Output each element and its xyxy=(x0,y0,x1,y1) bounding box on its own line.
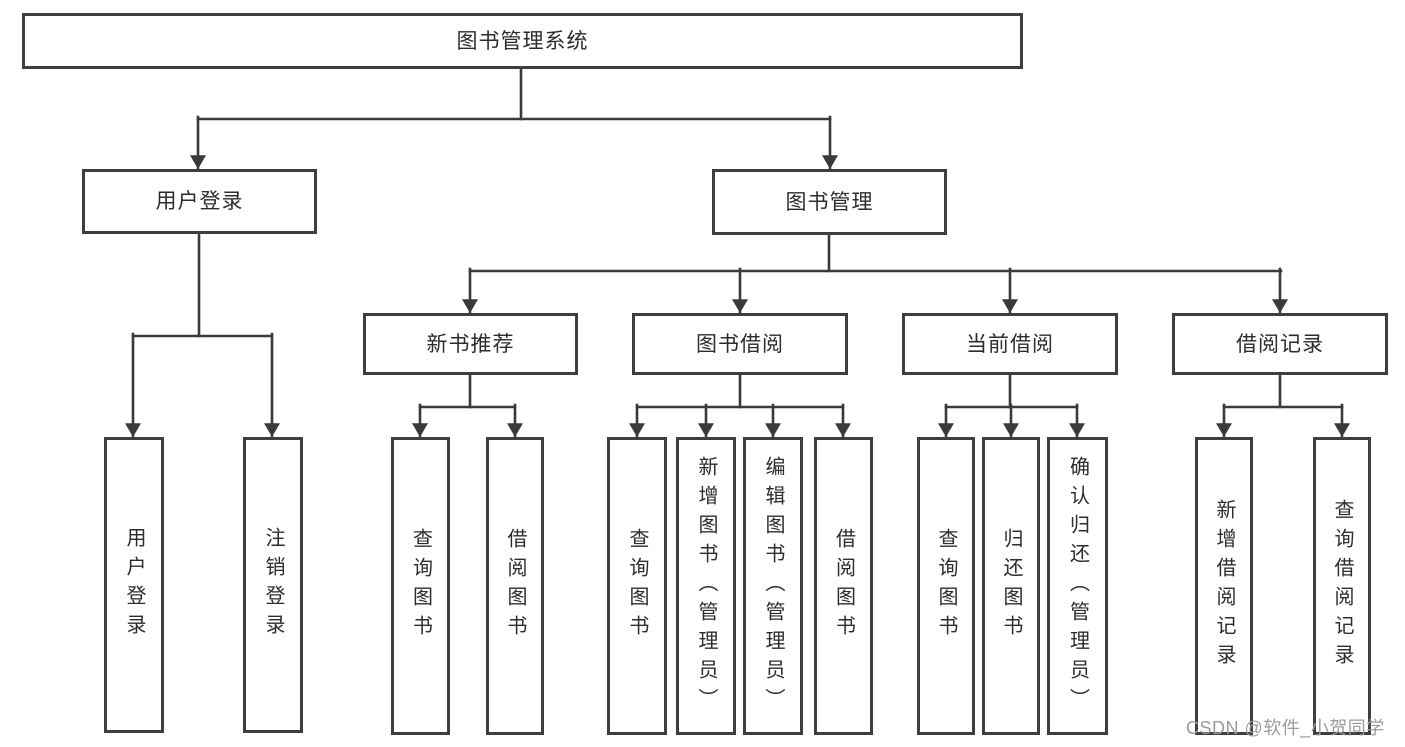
node-new-book-recommend: 新书推荐 xyxy=(363,313,578,375)
node-label: 新增借阅记录 xyxy=(1213,499,1235,673)
node-current-borrowing: 当前借阅 xyxy=(902,313,1118,375)
node-label: 注销登录 xyxy=(262,527,284,643)
node-label: 编辑图书（管理员） xyxy=(762,455,784,717)
node-book-borrowing: 图书借阅 xyxy=(632,313,848,375)
node-label: 查询图书 xyxy=(409,528,432,644)
leaf-br-add-record: 新增借阅记录 xyxy=(1195,437,1253,735)
leaf-cb-return-books: 归还图书 xyxy=(982,437,1040,735)
csdn-watermark: CSDN @软件_小贺同学 xyxy=(1186,718,1385,738)
node-label: 查询借阅记录 xyxy=(1331,499,1353,673)
node-label: 归还图书 xyxy=(1000,528,1022,644)
node-label: 查询图书 xyxy=(935,528,957,644)
node-label: 借阅记录 xyxy=(1236,332,1324,356)
leaf-bb-borrow-books: 借阅图书 xyxy=(814,437,873,735)
node-label: 图书管理 xyxy=(785,190,874,214)
node-root-library-system: 图书管理系统 xyxy=(22,13,1023,69)
node-label: 新增图书（管理员） xyxy=(695,455,717,717)
node-label: 用户登录 xyxy=(155,190,244,213)
node-label: 图书管理系统 xyxy=(456,29,589,53)
node-label: 借阅图书 xyxy=(504,528,526,644)
node-label: 借阅图书 xyxy=(832,528,855,644)
leaf-bb-add-books-admin: 新增图书（管理员） xyxy=(676,437,736,735)
leaf-user-login: 用户登录 xyxy=(104,437,164,733)
leaf-bb-edit-books-admin: 编辑图书（管理员） xyxy=(743,437,803,735)
node-book-management: 图书管理 xyxy=(712,169,947,235)
leaf-br-query-record: 查询借阅记录 xyxy=(1313,437,1371,735)
leaf-logout-login: 注销登录 xyxy=(243,437,303,733)
node-label: 用户登录 xyxy=(123,527,145,643)
leaf-cb-query-books: 查询图书 xyxy=(917,437,975,735)
leaf-nbr-query-books: 查询图书 xyxy=(391,437,450,735)
leaf-nbr-borrow-books: 借阅图书 xyxy=(486,437,544,735)
node-label: 新书推荐 xyxy=(426,332,515,356)
node-label: 确认归还（管理员） xyxy=(1066,455,1089,717)
node-label: 查询图书 xyxy=(626,528,648,644)
node-borrowing-records: 借阅记录 xyxy=(1172,313,1388,375)
node-label: 当前借阅 xyxy=(966,332,1054,356)
node-label: 图书借阅 xyxy=(696,332,784,356)
leaf-bb-query-books: 查询图书 xyxy=(607,437,667,735)
node-user-login: 用户登录 xyxy=(82,169,317,234)
leaf-cb-confirm-return-admin: 确认归还（管理员） xyxy=(1047,437,1108,735)
